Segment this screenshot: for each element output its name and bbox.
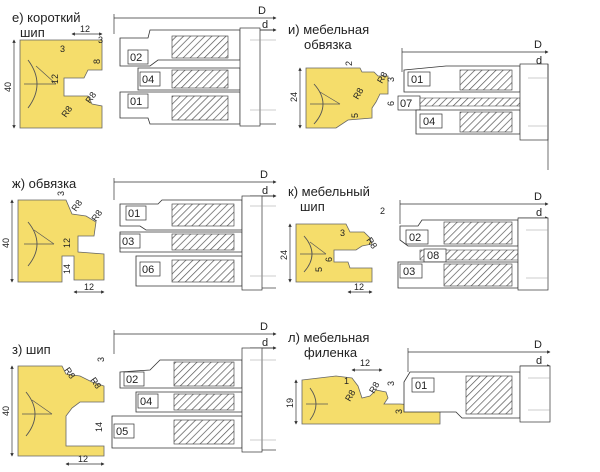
label-e-d: d	[262, 19, 268, 31]
caption-l-line2: филенка	[304, 345, 358, 360]
label-k-d: d	[536, 207, 542, 219]
part-k-1: 02	[409, 232, 421, 244]
label-l-d: d	[536, 355, 542, 367]
caption-l-line1: л) мебельная	[288, 330, 370, 345]
label-i-d: d	[536, 55, 542, 67]
profile-zh	[17, 199, 105, 283]
part-zh-1: 01	[128, 208, 140, 220]
dim-l-r2: R8	[367, 380, 381, 395]
caption-k-line2: шип	[300, 199, 325, 214]
dim-zh-v5: 12	[84, 282, 94, 292]
caption-i-line1: и) мебельная	[288, 22, 370, 37]
dim-zh-v4: 14	[62, 264, 72, 274]
dim-k-v2: 3	[340, 228, 345, 238]
profile-k	[295, 223, 373, 283]
caption-z-line1: з) шип	[12, 342, 51, 357]
panel-k: 24 3 6 5 12 2 R8 D d 02 08 03	[279, 191, 549, 294]
panel-zh: 40 3 12 14 12 R8 R8 D d 01 03 06	[1, 169, 277, 294]
caption-zh-line1: ж) обвязка	[12, 176, 77, 191]
caption-e-line1: е) короткий	[12, 10, 81, 25]
profile-i	[305, 67, 389, 129]
dim-e-v2: 12	[80, 24, 90, 34]
part-z-2: 04	[140, 396, 152, 408]
part-i-2: 07	[400, 98, 412, 110]
part-z-3: 05	[116, 426, 128, 438]
profile-e	[19, 39, 103, 129]
part-zh-3: 06	[142, 264, 154, 276]
profile-z	[17, 365, 105, 457]
dim-l-v4: 3	[386, 381, 396, 386]
label-l-D: D	[534, 339, 542, 351]
dim-i-v1: 24	[289, 92, 299, 102]
part-k-3: 03	[403, 266, 415, 278]
dim-zh-v1: 40	[1, 238, 11, 248]
dim-zh-r1: R8	[69, 198, 84, 213]
label-zh-D: D	[260, 169, 268, 181]
label-z-d: d	[262, 337, 268, 349]
part-i-1: 01	[411, 74, 423, 86]
part-i-3: 04	[423, 116, 435, 128]
label-z-D: D	[260, 321, 268, 333]
dim-z-v3: 14	[94, 422, 104, 432]
dim-zh-v2: 3	[56, 191, 66, 196]
dim-e-v5: 3	[98, 35, 103, 45]
part-e-1: 02	[130, 52, 142, 64]
dim-z-v1: 40	[1, 406, 11, 416]
dim-e-v4: 12	[50, 74, 60, 84]
label-zh-d: d	[262, 185, 268, 197]
label-k-D: D	[534, 191, 542, 203]
part-k-2: 08	[427, 250, 439, 262]
dim-e-v3: 3	[60, 44, 65, 54]
dim-l-v1: 19	[285, 398, 295, 408]
caption-k-line1: к) мебельный	[288, 184, 370, 199]
label-e-D: D	[258, 5, 266, 17]
part-e-3: 01	[130, 96, 142, 108]
dim-l-v5: 3	[394, 409, 404, 414]
dim-e-v1: 40	[3, 82, 13, 92]
dim-k-v5: 12	[354, 282, 364, 292]
part-e-2: 04	[142, 74, 154, 86]
caption-e-line2: шип	[20, 25, 45, 40]
dim-i-v3: 3	[386, 77, 396, 82]
dim-i-v2: 2	[344, 61, 354, 66]
label-i-D: D	[534, 39, 542, 51]
panel-l: 19 12 1 3 3 R8 R8 D d 01	[285, 339, 551, 425]
dim-k-v6: 2	[380, 206, 385, 216]
dim-i-v5: 5	[350, 113, 360, 118]
panel-z: 40 3 14 12 R8 R8 D d 02 04 05	[1, 321, 277, 466]
dim-zh-v3: 12	[62, 238, 72, 248]
dim-i-r2: R8	[375, 70, 389, 85]
dim-l-r1: R8	[343, 388, 357, 403]
dim-z-v4: 12	[78, 454, 88, 464]
dim-z-v2: 3	[96, 357, 106, 362]
panel-i: 24 2 3 6 5 R8 R8 D d 01 07 04	[289, 39, 549, 170]
dim-l-v2: 12	[360, 358, 370, 368]
dim-e-v6: 8	[92, 59, 102, 64]
caption-i-line2: обвязка	[304, 37, 352, 52]
panel-e: 40 12 3 12 3 8 R8 R8 D d 02 04 01	[3, 5, 277, 129]
part-zh-2: 03	[122, 236, 134, 248]
dim-i-v4: 6	[386, 101, 396, 106]
dim-l-v3: 1	[344, 376, 349, 386]
dim-i-r1: R8	[351, 86, 365, 101]
part-z-1: 02	[126, 374, 138, 386]
dim-k-v3: 6	[324, 257, 334, 262]
dim-k-v4: 5	[314, 267, 324, 272]
part-l-1: 01	[415, 380, 427, 392]
dim-k-v1: 24	[279, 250, 289, 260]
